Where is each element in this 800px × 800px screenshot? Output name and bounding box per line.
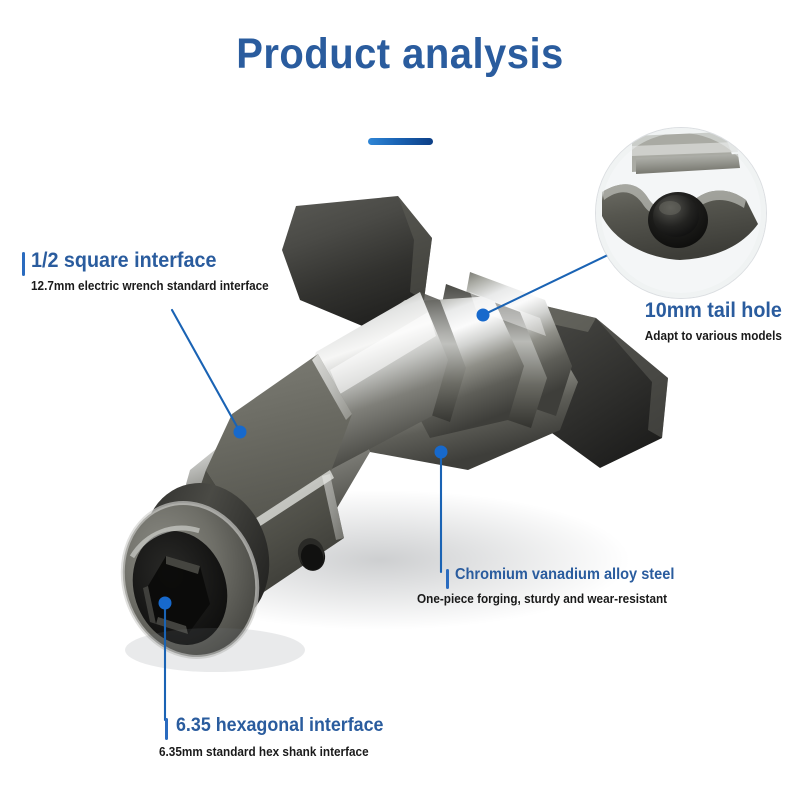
callout-tail-hole-subtitle: Adapt to various models <box>644 329 782 344</box>
callout-square-interface-title: 1/2 square interface <box>31 249 217 272</box>
callout-tail-hole-title: 10mm tail hole <box>644 299 782 322</box>
hex-body <box>186 354 352 596</box>
callout-alloy-steel-title: Chromium vanadium alloy steel <box>455 566 675 583</box>
page-title: Product analysis <box>236 30 564 78</box>
callout-hex-interface: 6.35 hexagonal interface 6.35mm standard… <box>159 715 397 760</box>
callout-square-interface-subtitle: 12.7mm electric wrench standard interfac… <box>31 279 269 294</box>
marker-dot-tail-hole <box>476 308 490 322</box>
callout-alloy-steel: Chromium vanadium alloy steel One-piece … <box>417 566 688 607</box>
marker-dot-square-interface <box>233 425 247 439</box>
tail-hole-closeup-inset <box>596 128 766 298</box>
accent-tick-hex-interface <box>165 718 168 740</box>
closeup-illustration <box>596 128 766 298</box>
barrel-sections <box>298 272 572 470</box>
callout-alloy-steel-subtitle: One-piece forging, sturdy and wear-resis… <box>417 592 668 607</box>
marker-dot-hex-interface <box>158 596 172 610</box>
title-divider <box>368 138 433 145</box>
callout-hex-interface-title: 6.35 hexagonal interface <box>176 715 384 736</box>
accent-tick-alloy-steel <box>446 569 449 589</box>
leader-line-tail-hole <box>481 251 614 317</box>
leader-line-square-interface <box>170 308 242 434</box>
hex-drive-front <box>120 483 270 659</box>
callout-hex-interface-subtitle: 6.35mm standard hex shank interface <box>159 744 369 759</box>
callout-square-interface: 1/2 square interface 12.7mm electric wre… <box>31 249 284 294</box>
marker-dot-alloy-steel <box>434 445 448 459</box>
callout-tail-hole: 10mm tail hole Adapt to various models <box>636 299 782 344</box>
accent-tick-square-interface <box>22 252 25 276</box>
